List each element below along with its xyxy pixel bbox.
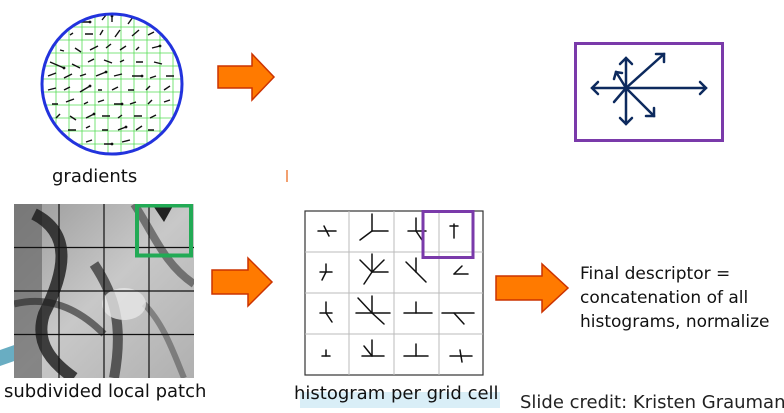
histogram-grid (304, 210, 484, 376)
slide-credit: Slide credit: Kristen Grauman (520, 392, 784, 413)
patch-label: subdivided local patch (4, 381, 207, 402)
local-patch-image (14, 204, 194, 378)
right-arrow-icon (211, 256, 274, 308)
gradients-figure (40, 12, 184, 156)
final-line-2: concatenation of all (580, 288, 749, 308)
descriptor-histogram-box (574, 42, 724, 142)
right-arrow-icon (495, 262, 570, 314)
final-descriptor-text: Final descriptor = concatenation of all … (580, 262, 780, 334)
final-line-3: histograms, normalize (580, 312, 770, 332)
right-arrow-icon (217, 52, 276, 102)
final-line-1: Final descriptor = (580, 264, 731, 284)
gradients-label: gradients (52, 166, 138, 187)
histogram-label: histogram per grid cell (294, 383, 499, 404)
